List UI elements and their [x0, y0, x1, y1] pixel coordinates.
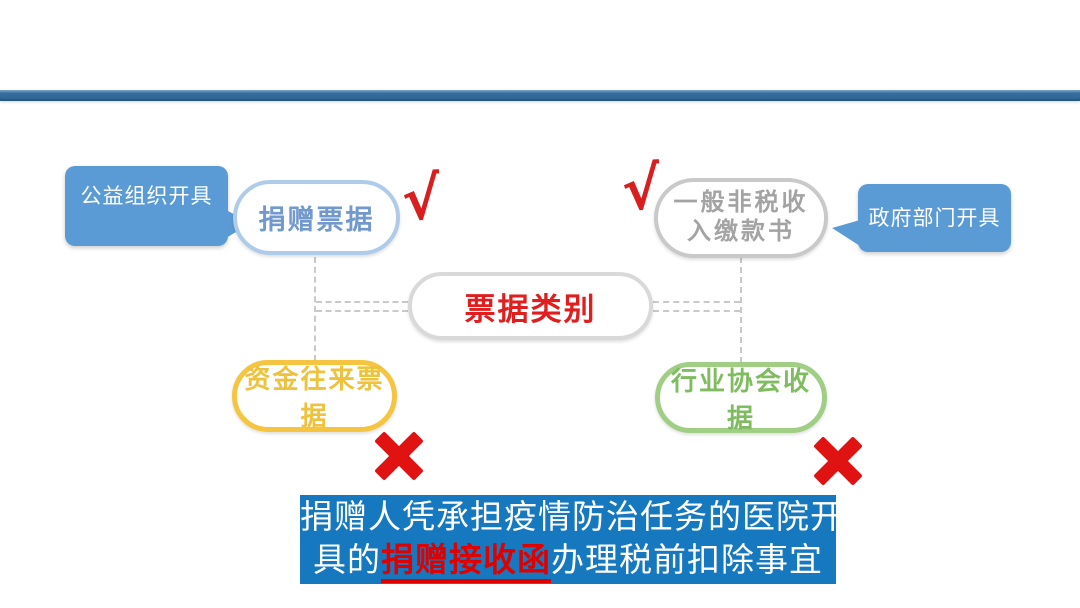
callout-government: 政府部门开具: [832, 184, 1011, 252]
node-funds-transfer: 资金往来票据: [232, 360, 397, 432]
node-ticket-category: 票据类别: [408, 272, 653, 340]
connector-vertical-left: [314, 257, 316, 361]
callout-tail-left-icon: [832, 220, 860, 246]
note-line2-suffix: 办理税前扣除事宜: [551, 542, 823, 579]
callout-government-label: 政府部门开具: [868, 206, 1001, 230]
connector-vertical-right: [740, 257, 742, 363]
callout-public-org: 公益组织开具: [65, 166, 251, 246]
node-association-receipt-label: 行业协会收据: [670, 365, 811, 433]
node-nontax-payment: 一般非税收 入缴款书: [654, 178, 828, 258]
callout-public-org-label: 公益组织开具: [80, 184, 213, 208]
node-donation-receipt: 捐赠票据: [233, 180, 400, 255]
cross-icon: [374, 431, 424, 481]
check-icon: √: [399, 163, 444, 235]
node-funds-transfer-label: 资金往来票据: [244, 364, 385, 431]
node-association-receipt: 行业协会收据: [655, 362, 827, 433]
note-line-2: 具的捐赠接收函办理税前扣除事宜: [300, 541, 836, 583]
node-ticket-category-label: 票据类别: [464, 291, 597, 327]
note-line2-prefix: 具的: [313, 542, 381, 579]
note-line2-highlight: 捐赠接收函: [381, 542, 551, 583]
node-nontax-payment-line2: 入缴款书: [687, 218, 795, 245]
connector-horizontal-left-upper: [316, 301, 408, 303]
bottom-note: 捐赠人凭承担疫情防治任务的医院开 具的捐赠接收函办理税前扣除事宜: [300, 495, 844, 584]
note-line-1: 捐赠人凭承担疫情防治任务的医院开: [300, 499, 844, 536]
node-donation-receipt-label: 捐赠票据: [258, 205, 375, 235]
connector-horizontal-right-lower: [653, 310, 740, 312]
top-divider-bar: [0, 90, 1080, 101]
cross-icon: [813, 436, 863, 486]
connector-horizontal-left-lower: [316, 310, 408, 312]
connector-horizontal-right-upper: [653, 301, 740, 303]
node-nontax-payment-line1: 一般非税收: [673, 189, 809, 217]
